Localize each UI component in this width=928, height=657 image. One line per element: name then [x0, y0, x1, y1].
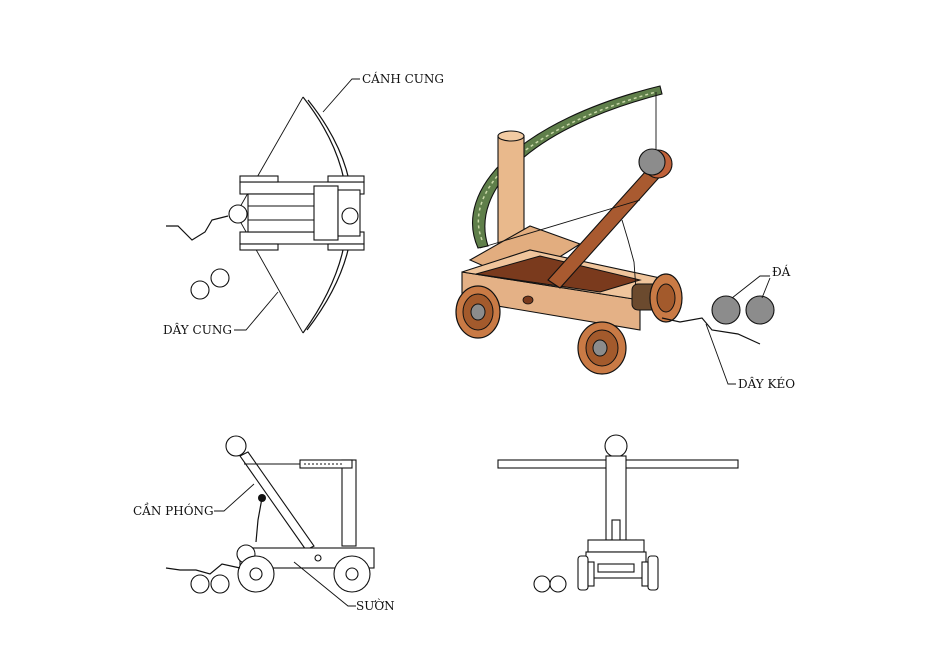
side-stone-2	[210, 574, 230, 594]
leader-day-keo	[705, 323, 736, 385]
leader-canh-cung	[322, 78, 360, 113]
front-arm-ball	[604, 434, 628, 458]
side-post	[341, 459, 357, 547]
frame-wheel-bl	[239, 243, 279, 251]
label-da: ĐÁ	[772, 264, 791, 279]
iso-stone-1	[711, 295, 741, 325]
label-can-phong: CẦN PHÓNG	[133, 501, 214, 518]
leader-suon	[293, 561, 356, 607]
label-suon-group: SƯỜN	[293, 561, 395, 613]
top-view	[166, 96, 365, 334]
label-suon: SƯỜN	[356, 597, 395, 613]
front-wheel-left-2	[587, 561, 595, 587]
frame-wheel-tr	[327, 175, 365, 183]
front-stone-1	[533, 575, 551, 593]
iso-pull-cord	[661, 317, 761, 345]
top-pull-cord	[166, 215, 229, 241]
leader-can-phong	[214, 483, 255, 512]
top-stone-1	[190, 280, 210, 300]
leader-da-1	[731, 275, 770, 299]
side-trigger	[255, 497, 263, 543]
iso-bolt-hole	[522, 295, 534, 305]
label-canh-cung: CÁNH CUNG	[362, 71, 444, 86]
frame-wheel-br	[327, 243, 365, 251]
label-canh-cung-group: CÁNH CUNG	[322, 71, 444, 113]
side-bolt-hole	[314, 554, 322, 562]
frame-center-beam	[247, 193, 321, 233]
label-can-phong-group: CẦN PHÓNG	[133, 483, 255, 518]
iso-wheel-front-right	[577, 321, 627, 375]
side-arm-ball	[225, 435, 247, 457]
iso-hanging-stone	[638, 148, 666, 176]
front-view	[497, 434, 739, 593]
side-wheel-rear	[333, 555, 371, 593]
front-wheel-right	[647, 555, 659, 591]
iso-trigger-string	[621, 219, 637, 291]
top-stone-2	[210, 268, 230, 288]
leader-day-cung	[234, 291, 279, 331]
side-view	[165, 435, 375, 594]
label-day-keo: DÂY KÉO	[738, 376, 795, 391]
top-arm-ball	[228, 204, 248, 224]
iso-view	[455, 85, 775, 375]
side-stone-1	[190, 574, 210, 594]
side-wheel-front	[237, 555, 275, 593]
side-throwing-arm	[239, 451, 315, 551]
side-pull-cord	[165, 563, 241, 575]
frame-wheel-tl	[239, 175, 279, 183]
front-frame-slot	[597, 563, 635, 573]
front-stone-2	[549, 575, 567, 593]
front-frame	[587, 539, 645, 553]
label-day-keo-group: DÂY KÉO	[705, 323, 795, 391]
front-wheel-right-2	[641, 561, 649, 587]
label-day-cung: DÂY CUNG	[163, 322, 232, 337]
front-post-inner	[611, 519, 621, 543]
label-da-group: ĐÁ	[731, 264, 791, 299]
iso-post-top	[497, 130, 525, 142]
side-trigger-knob	[258, 494, 266, 502]
iso-wheel-front-left	[455, 285, 501, 339]
iso-stone-2	[745, 295, 775, 325]
label-day-cung-group: DÂY CUNG	[163, 291, 279, 337]
top-post-ball	[341, 207, 359, 225]
front-wheel-left	[577, 555, 589, 591]
iso-bow-string	[479, 199, 641, 249]
leader-da-2	[761, 277, 771, 299]
iso-wheel-rear	[649, 273, 683, 323]
frame-upright-block	[313, 185, 339, 241]
